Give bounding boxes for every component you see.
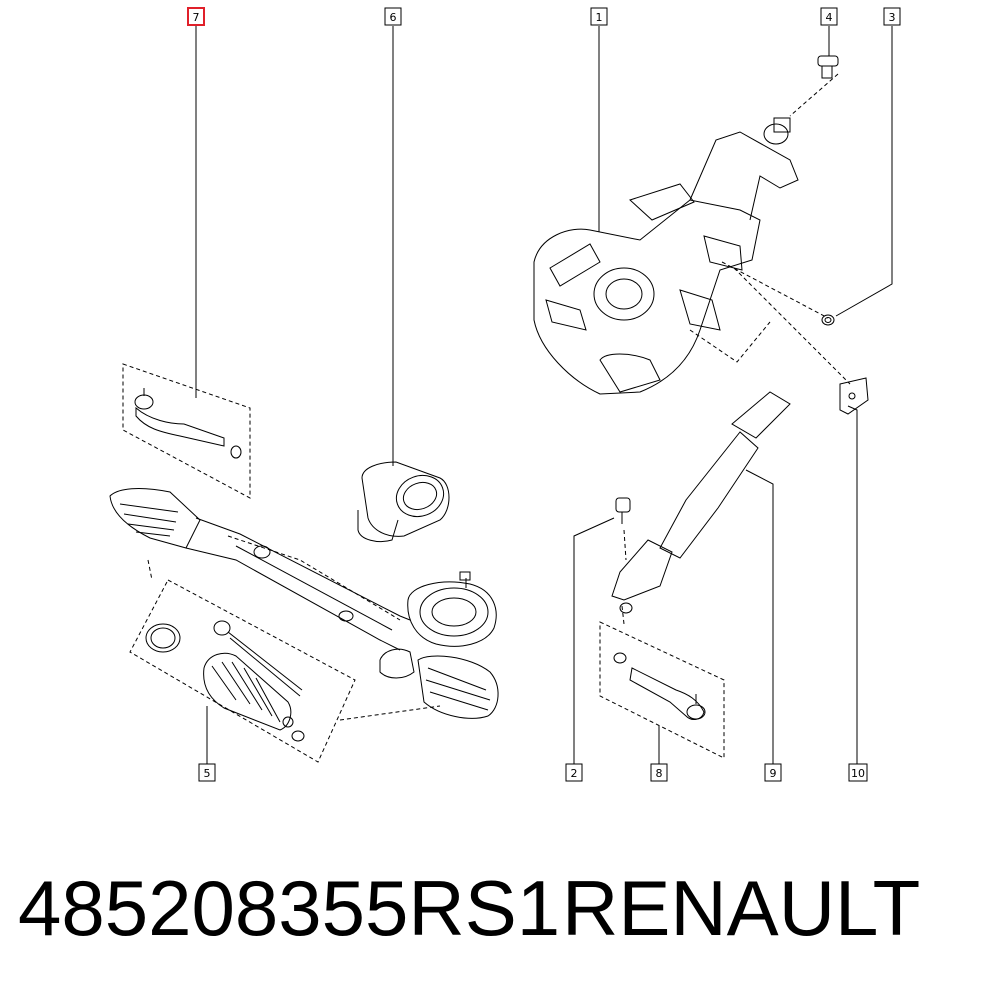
callout-box [650, 763, 668, 782]
callout-4: 4 [820, 7, 838, 26]
rack-mount-bush [357, 461, 450, 543]
callout-box [848, 763, 868, 782]
callout-box [883, 7, 901, 26]
callout-6: 6 [384, 7, 402, 26]
callout-number: 7 [193, 11, 200, 24]
callout-box [820, 7, 838, 26]
part-number: 485208355RS1 [18, 864, 561, 952]
callout-number: 8 [656, 767, 663, 780]
callout-2: 2 [565, 763, 583, 782]
brand-name: RENAULT [562, 864, 921, 952]
callout-10: 10 [848, 763, 868, 782]
callout-number: 9 [770, 767, 777, 780]
callout-number: 6 [390, 11, 397, 24]
column-nut [821, 314, 835, 326]
bellows-kit [145, 620, 305, 742]
callout-number: 4 [826, 11, 833, 24]
dashed-group-outlines [122, 73, 851, 763]
column-bolt [817, 55, 839, 79]
callout-box [590, 7, 608, 26]
callout-number: 2 [571, 767, 578, 780]
callout-box [565, 763, 583, 782]
callout-3: 3 [883, 7, 901, 26]
leader-lines [195, 26, 893, 764]
steering-column-eps [533, 117, 799, 395]
callout-8: 8 [650, 763, 668, 782]
callout-box [187, 7, 205, 26]
callout-labels: 7 6 1 4 3 5 2 8 9 10 [187, 7, 901, 782]
callout-number: 3 [889, 11, 896, 24]
callout-box [198, 763, 216, 782]
callout-number: 10 [851, 767, 865, 780]
intermediate-shaft [611, 391, 791, 614]
callout-9: 9 [764, 763, 782, 782]
callout-box [384, 7, 402, 26]
callout-box [764, 763, 782, 782]
tie-rod-end-left [134, 388, 242, 459]
callout-number: 5 [204, 767, 211, 780]
callout-7: 7 [187, 7, 205, 26]
steering-rack [109, 488, 499, 719]
support-bracket [839, 377, 869, 415]
tie-rod-end-right [613, 652, 706, 720]
callout-number: 1 [596, 11, 603, 24]
callout-5: 5 [198, 763, 216, 782]
callout-1: 1 [590, 7, 608, 26]
shaft-bolt [615, 497, 631, 524]
